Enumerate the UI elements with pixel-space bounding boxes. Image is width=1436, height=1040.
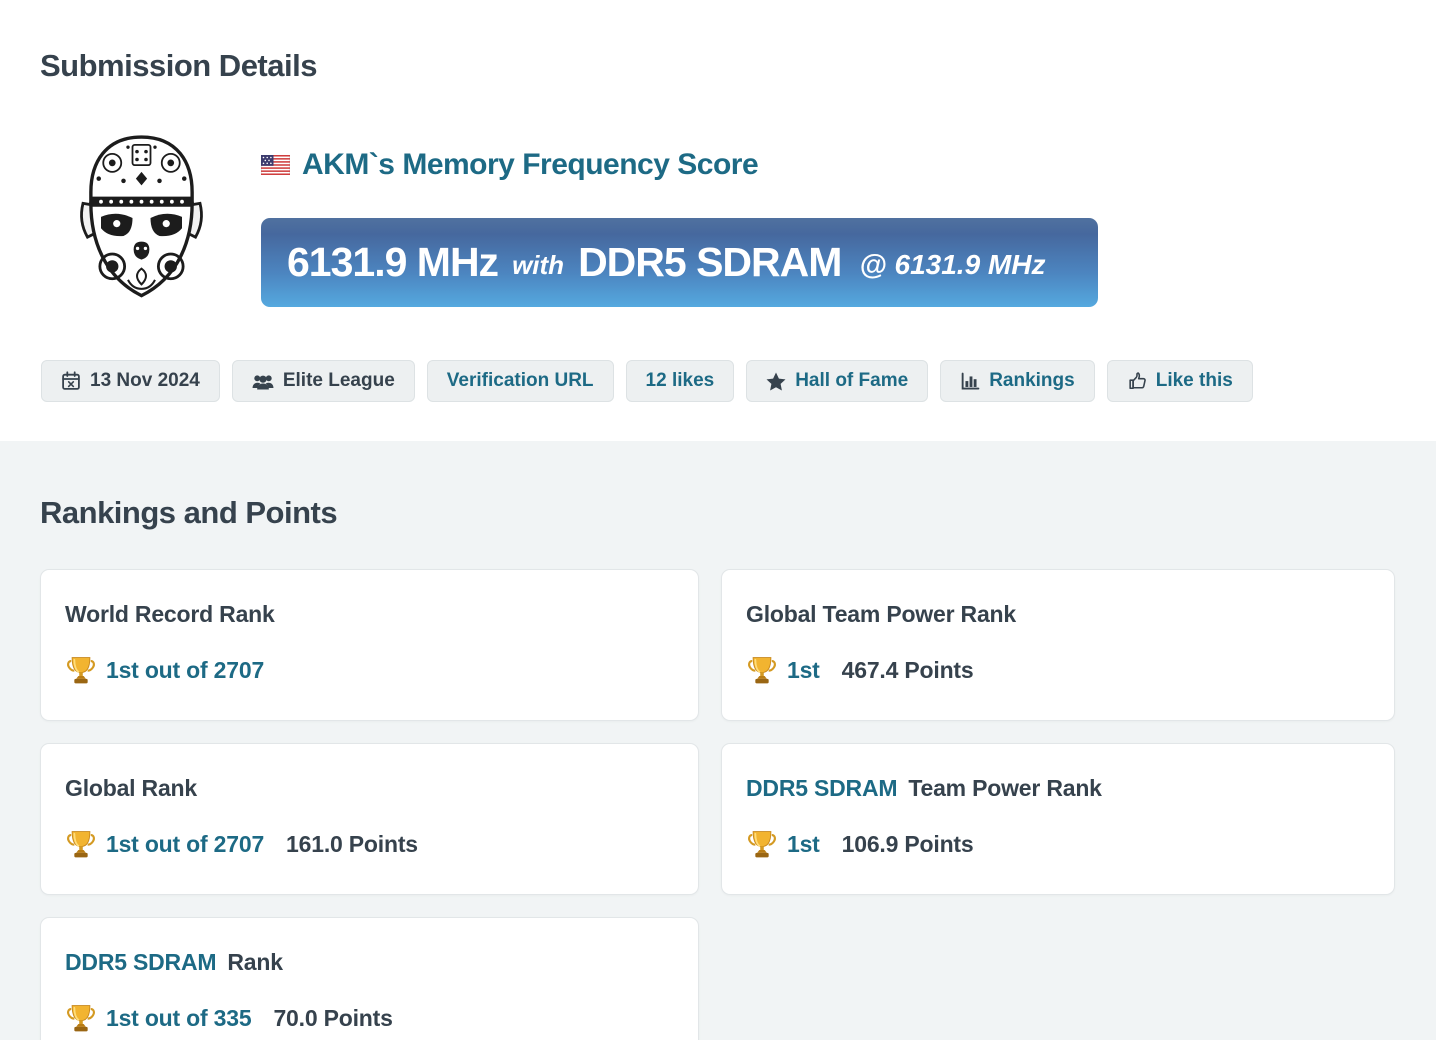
- hardware-link[interactable]: DDR5 SDRAM: [746, 775, 898, 801]
- points-value: 467.4 Points: [841, 656, 974, 683]
- card-title: Global Team Power Rank: [746, 601, 1016, 627]
- page-title: Submission Details: [40, 48, 317, 83]
- hall-of-fame-label: Hall of Fame: [795, 370, 909, 391]
- rankings-section-title: Rankings and Points: [40, 495, 338, 530]
- rank-value[interactable]: 1st out of 335: [106, 1004, 252, 1031]
- card-title: Rank: [227, 949, 283, 975]
- profile-row: AKM`s Memory Frequency Score 6131.9 MHz …: [40, 130, 1396, 307]
- stormtrooper-avatar-image: [80, 135, 203, 298]
- score-with-word: with: [512, 250, 565, 280]
- global-team-power-rank-card: Global Team Power Rank 1st 467.4 Points: [721, 569, 1395, 721]
- submission-details-section: Submission Details: [0, 0, 1436, 441]
- avatar[interactable]: [74, 130, 209, 306]
- trophy-icon: [67, 831, 95, 858]
- trophy-icon: [748, 657, 776, 684]
- league-button[interactable]: Elite League: [231, 360, 415, 402]
- rankings-label: Rankings: [989, 370, 1075, 391]
- users-icon: [252, 374, 274, 389]
- rank-value[interactable]: 1st: [787, 656, 820, 683]
- points-value: 106.9 Points: [841, 830, 974, 857]
- us-flag-icon: [261, 155, 290, 175]
- calendar-icon: [62, 371, 80, 390]
- card-title: Team Power Rank: [908, 775, 1102, 801]
- like-this-button[interactable]: Like this: [1106, 360, 1253, 402]
- score-value: 6131.9 MHz: [287, 239, 499, 285]
- bar-chart-icon: [961, 372, 980, 390]
- trophy-icon: [67, 657, 95, 684]
- title-column: AKM`s Memory Frequency Score 6131.9 MHz …: [261, 130, 1098, 307]
- trophy-icon: [67, 1005, 95, 1032]
- hall-of-fame-button[interactable]: Hall of Fame: [746, 360, 929, 402]
- date-label: 13 Nov 2024: [90, 370, 200, 391]
- world-record-rank-card: World Record Rank 1st out of 2707: [40, 569, 699, 721]
- hardware-rank-card: DDR5 SDRAM Rank 1st out of 335 70.0 Poin…: [40, 917, 699, 1040]
- hardware-team-power-rank-card: DDR5 SDRAM Team Power Rank 1st 106.9 Poi…: [721, 743, 1395, 895]
- verification-url-label: Verification URL: [446, 370, 594, 391]
- rankings-section: Rankings and Points World Record Rank 1s…: [0, 441, 1436, 1040]
- likes-count-label: 12 likes: [645, 370, 715, 391]
- points-value: 70.0 Points: [273, 1004, 393, 1031]
- star-icon: [766, 372, 786, 390]
- rankings-cards-grid: World Record Rank 1st out of 2707: [40, 569, 1396, 1040]
- rank-value[interactable]: 1st: [787, 830, 820, 857]
- score-banner: 6131.9 MHz with DDR5 SDRAM @ 6131.9 MHz: [261, 218, 1098, 307]
- verification-url-button[interactable]: Verification URL: [426, 360, 614, 402]
- points-value: 161.0 Points: [286, 830, 418, 857]
- score-hardware: DDR5 SDRAM: [578, 239, 842, 285]
- meta-buttons-row: 13 Nov 2024 Elite League Verification UR…: [41, 360, 1396, 402]
- rank-value[interactable]: 1st out of 2707: [106, 656, 265, 683]
- like-this-label: Like this: [1155, 370, 1233, 391]
- hardware-link[interactable]: DDR5 SDRAM: [65, 949, 217, 975]
- trophy-icon: [748, 831, 776, 858]
- rank-value[interactable]: 1st out of 2707: [106, 830, 265, 857]
- rankings-button[interactable]: Rankings: [940, 360, 1095, 402]
- date-button[interactable]: 13 Nov 2024: [41, 360, 220, 402]
- league-label: Elite League: [282, 370, 395, 391]
- card-title: World Record Rank: [65, 601, 275, 627]
- card-title: Global Rank: [65, 775, 197, 801]
- thumbs-up-icon: [1129, 372, 1146, 390]
- likes-count-button[interactable]: 12 likes: [625, 360, 735, 402]
- score-at-clock: @ 6131.9 MHz: [859, 248, 1046, 280]
- global-rank-card: Global Rank 1st out of 2707 161.0 Points: [40, 743, 699, 895]
- submission-title: AKM`s Memory Frequency Score: [302, 148, 759, 181]
